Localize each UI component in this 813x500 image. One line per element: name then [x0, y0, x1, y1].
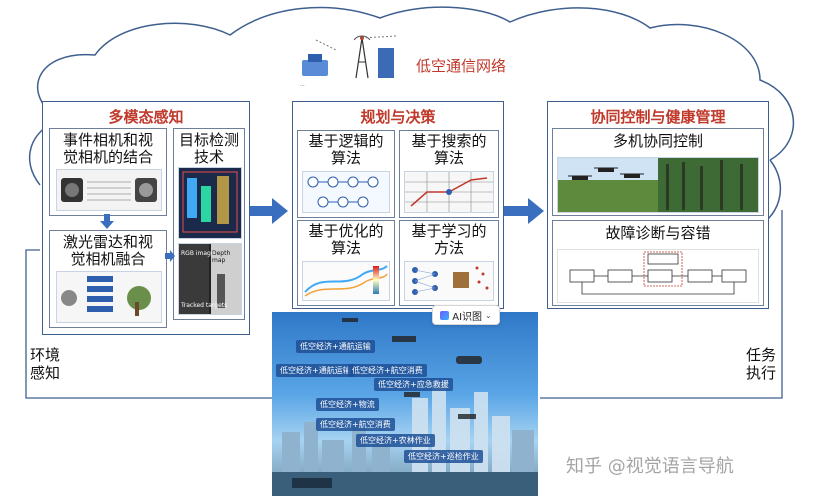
- network-illustration: ···: [296, 30, 408, 92]
- multi-uav-control-title: 多机协同控制: [612, 132, 703, 150]
- fault-diagnosis-block: 故障诊断与容错: [552, 220, 764, 306]
- search-algorithm-block: 基于搜索的算法: [399, 130, 499, 218]
- optimization-algorithm-image: [302, 261, 390, 301]
- watermark: 知乎 @视觉语言导航: [566, 456, 734, 477]
- rgb-image-label: RGB image: [181, 250, 215, 257]
- object-detection-block: 目标检测技术 RGB image Depth map Tracked targe…: [173, 128, 245, 320]
- planning-panel-title: 规划与决策: [360, 108, 436, 126]
- chevron-down-icon: ⌄: [485, 310, 492, 320]
- lidar-fusion-image: [56, 271, 162, 323]
- lidar-fusion-block: 激光雷达和视觉相机融合: [49, 230, 167, 328]
- network-title: 低空通信网络: [416, 57, 507, 75]
- down-arrow: [100, 214, 114, 229]
- multi-uav-image: [557, 157, 759, 213]
- rgb-depth-image: RGB image Depth map Tracked targets: [178, 243, 242, 315]
- event-camera-image: [56, 169, 162, 211]
- object-detection-title: 目标检测技术: [178, 131, 239, 166]
- flow-arrow-planning-to-control: [504, 198, 544, 224]
- fault-diagnosis-title: 故障诊断与容错: [605, 224, 711, 242]
- learning-method-image: [404, 261, 494, 301]
- logic-algorithm-block: 基于逻辑的算法: [297, 130, 395, 218]
- ai-icon: [440, 310, 450, 320]
- ai-recognize-button[interactable]: AI识图 ⌄: [432, 305, 500, 325]
- economy-tag: 低空经济+通航运输: [276, 364, 355, 377]
- side-label-task-execution: 任务 执行: [746, 346, 777, 382]
- logic-algorithm-image: [302, 171, 390, 213]
- optimization-algorithm-title: 基于优化的算法: [308, 222, 384, 257]
- tracked-targets-label: Tracked targets: [181, 302, 228, 309]
- depth-map-label: Depth map: [212, 250, 231, 264]
- sensing-panel: 多模态感知 事件相机和视觉相机的结合 目标检测技术: [42, 101, 250, 335]
- fault-diagnosis-image: [557, 249, 759, 303]
- economy-tag: 低空经济+应急救援: [374, 378, 453, 391]
- economy-tag: 低空经济+航空消费: [316, 418, 395, 431]
- optimization-algorithm-block: 基于优化的算法: [297, 220, 395, 306]
- control-panel-title: 协同控制与健康管理: [590, 108, 726, 126]
- economy-tag: 低空经济+通航运输: [296, 340, 375, 353]
- economy-tag: 低空经济+巡检作业: [404, 450, 483, 463]
- control-panel: 协同控制与健康管理 多机协同控制 故障诊断与容错: [547, 101, 769, 309]
- economy-tag: 低空经济+航空消费: [348, 364, 427, 377]
- search-algorithm-title: 基于搜索的算法: [411, 132, 487, 167]
- low-altitude-economy-image: 低空经济+通航运输 低空经济+通航运输 低空经济+航空消费 低空经济+应急救援 …: [272, 312, 538, 496]
- economy-tag: 低空经济+农林作业: [356, 434, 435, 447]
- event-camera-title: 事件相机和视觉相机的结合: [62, 131, 153, 166]
- event-camera-block: 事件相机和视觉相机的结合: [49, 128, 167, 216]
- logic-algorithm-title: 基于逻辑的算法: [308, 132, 384, 167]
- planning-panel: 规划与决策 基于逻辑的算法 基于搜索的算法 基于优化的算法: [292, 101, 504, 309]
- ai-recognize-label: AI识图: [452, 311, 483, 323]
- small-right-arrow: [165, 250, 175, 262]
- learning-method-title: 基于学习的方法: [411, 222, 487, 257]
- svg-text:···: ···: [300, 83, 305, 89]
- economy-tag: 低空经济+物流: [316, 398, 379, 411]
- learning-method-block: 基于学习的方法: [399, 220, 499, 306]
- side-label-environment-sensing: 环境 感知: [30, 346, 61, 382]
- sensing-panel-title: 多模态感知: [108, 108, 184, 126]
- search-algorithm-image: [404, 171, 494, 213]
- lidar-fusion-title: 激光雷达和视觉相机融合: [62, 233, 153, 268]
- flow-arrow-sensing-to-planning: [250, 198, 288, 224]
- detection-heatmap-image: [178, 167, 242, 239]
- multi-uav-control-block: 多机协同控制: [552, 128, 764, 216]
